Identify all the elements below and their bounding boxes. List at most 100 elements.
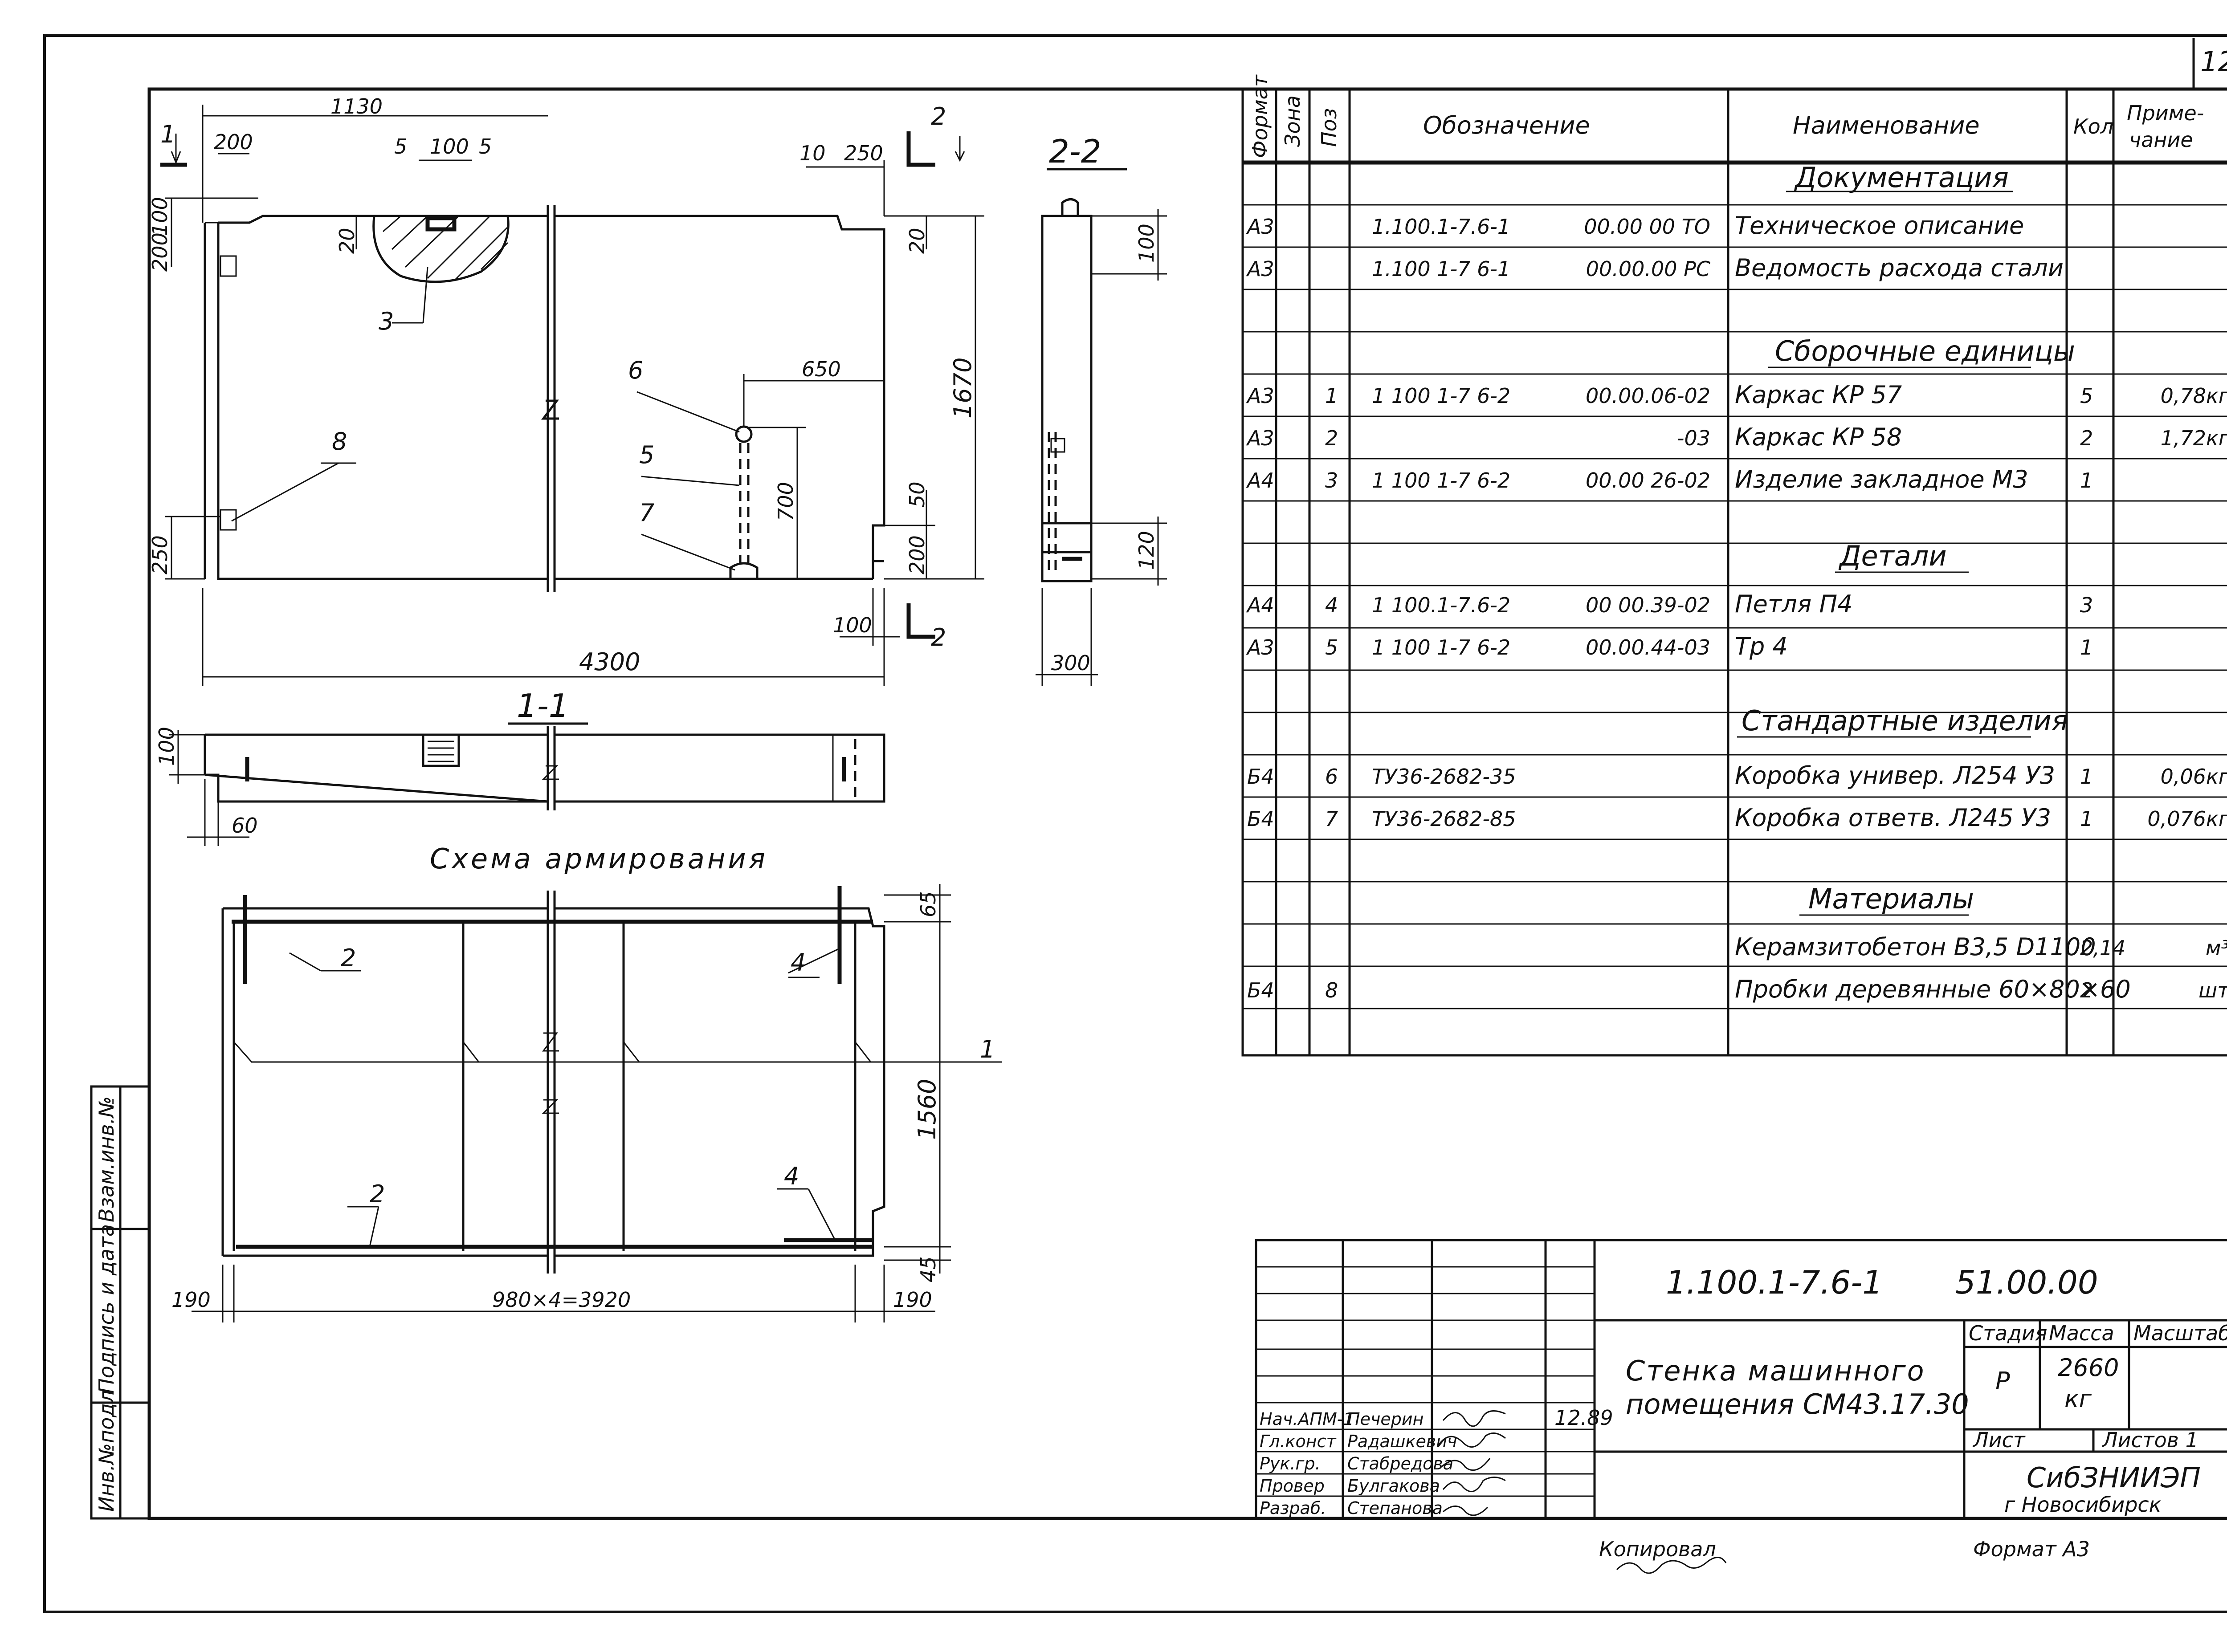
- hdr-designation: Обозначение: [1423, 111, 1590, 139]
- org-name: СибЗНИИЭП: [2027, 1461, 2201, 1494]
- pos-6-label: 6: [628, 356, 643, 384]
- dim-650: 650: [802, 357, 841, 381]
- hdr-note-2: чание: [2129, 128, 2193, 152]
- pos-5-label: 5: [639, 441, 654, 469]
- hdr-name: Наименование: [1793, 111, 1980, 139]
- dim-250-left: 250: [148, 535, 172, 574]
- section-mark-2-top: 2: [931, 102, 946, 130]
- dim-1670: 1670: [949, 358, 977, 419]
- spec-cell-format: А4: [1246, 468, 1274, 492]
- spec-cell-format: А3: [1246, 384, 1274, 408]
- spec-cell-pos: 7: [1325, 807, 1338, 831]
- spec-cell-format: А3: [1246, 215, 1274, 239]
- spec-cell-pos: 2: [1325, 426, 1338, 450]
- spec-cell-note: 1,72кг: [2161, 426, 2227, 450]
- doc-code: 1.100.1-7.6-1: [1666, 1264, 1883, 1301]
- spec-cell-pos: 6: [1325, 765, 1338, 789]
- s11-dim-100: 100: [155, 727, 179, 766]
- staff-role: Разраб.: [1260, 1498, 1326, 1518]
- dim-5-left: 5: [394, 134, 407, 159]
- sheet-number-box: 125: [2192, 38, 2227, 89]
- reinforcement-title: Схема армирования: [430, 842, 768, 875]
- spec-cell-qty: 2: [2080, 978, 2093, 1002]
- spec-cell-format: А4: [1246, 593, 1274, 617]
- stage-label: Стадия: [1969, 1321, 2047, 1345]
- spec-cell-name: Техническое описание: [1735, 212, 2024, 240]
- side-stamp-cell2: Подпись и дата: [94, 1224, 118, 1394]
- section-2-2-title: 2-2: [1049, 133, 1101, 170]
- spec-cell-des2: 00.00.06-02: [1586, 384, 1710, 408]
- spec-cell-qty: 3: [2080, 593, 2093, 617]
- dim-10: 10: [799, 141, 826, 165]
- sheet-number: 125: [2200, 45, 2227, 78]
- sec-documentation: Документация: [1794, 161, 2009, 194]
- spec-cell-qty: 5: [2080, 384, 2093, 408]
- side-stamp: Взам.инв.№ Подпись и дата Инв.№подл: [90, 1085, 151, 1520]
- spec-cell-des1: 1.100 1-7 6-1: [1372, 257, 1510, 281]
- side-stamp-cell3: Инв.№подл: [94, 1390, 118, 1512]
- spec-cell-note: 0,076кг: [2147, 807, 2227, 831]
- doc-code-suffix: 51.00.00: [1955, 1264, 2098, 1301]
- spec-cell-name: Каркас КР 58: [1735, 423, 1902, 451]
- sheet-label: Лист: [1972, 1428, 2026, 1452]
- dim-5-right: 5: [479, 134, 492, 159]
- spec-cell-pos: 5: [1325, 635, 1338, 659]
- dim-700: 700: [774, 482, 798, 521]
- reinf-pos-1: 1: [980, 1035, 995, 1063]
- dim-100-plate: 100: [430, 134, 469, 159]
- title-line1: Стенка машинного: [1626, 1355, 1925, 1387]
- section-mark-1-top: 1: [160, 120, 175, 148]
- reinf-dim-190-right: 190: [893, 1288, 932, 1312]
- spec-cell-des1: 1 100 1-7 6-2: [1372, 384, 1510, 408]
- hdr-note-1: Приме-: [2127, 101, 2204, 125]
- hdr-zone: Зона: [1281, 95, 1305, 147]
- section-2-2: 2-2 100 120 300: [1036, 133, 1167, 686]
- spec-cell-qty: 1: [2080, 765, 2093, 789]
- mass-label: Масса: [2049, 1321, 2114, 1345]
- pos-8-label: 8: [332, 427, 347, 456]
- spec-cell-format: Б4: [1247, 765, 1274, 789]
- reinf-dim-65: 65: [916, 891, 940, 917]
- mass-value: 2660: [2058, 1354, 2119, 1382]
- spec-cell-name: Тр 4: [1735, 632, 1788, 660]
- dim-200-left: 200: [148, 232, 172, 272]
- mass-unit: кг: [2064, 1385, 2092, 1413]
- specification-table: Формат Зона Поз Обозначение Наименование…: [1241, 74, 2227, 1057]
- spec-cell-des2: 00.00 00 ТО: [1584, 215, 1710, 239]
- footer: Копировал Формат А3: [1599, 1537, 2090, 1561]
- section-1-1: 1-1 100 60: [155, 687, 885, 846]
- section-mark-2-bottom: 2: [931, 623, 946, 651]
- sec-materials: Материалы: [1808, 883, 1974, 915]
- sheet-frame: [43, 34, 2227, 1613]
- spec-cell-name: Каркас КР 57: [1735, 381, 1902, 409]
- side-stamp-cell1: Взам.инв.№: [94, 1096, 118, 1222]
- dim-100-bottom: 100: [833, 613, 872, 637]
- section-1-1-title: 1-1: [517, 687, 569, 724]
- spec-cell-qty: 1: [2080, 635, 2093, 659]
- spec-cell-name: Ведомость расхода стали: [1735, 254, 2064, 282]
- scale-label: Масштаб: [2133, 1321, 2227, 1345]
- s22-dim-300: 300: [1051, 651, 1090, 675]
- reinf-dim-3920: 980×4=3920: [492, 1288, 631, 1312]
- dim-20-plate: 20: [335, 228, 359, 254]
- org-city: г Новосибирск: [2004, 1493, 2162, 1517]
- spec-cell-note: м³: [2206, 936, 2227, 960]
- sec-details: Детали: [1838, 540, 1947, 572]
- spec-cell-des2: 00 00.39-02: [1586, 593, 1710, 617]
- spec-cell-name: Изделие закладное М3: [1735, 465, 2028, 493]
- reinf-dim-45: 45: [916, 1256, 940, 1282]
- stage-value: Р: [1995, 1367, 2010, 1395]
- staff-name: Печерин: [1347, 1409, 1423, 1429]
- s22-dim-120: 120: [1134, 531, 1158, 570]
- dim-1130: 1130: [330, 94, 383, 118]
- spec-cell-des1: 1 100 1-7 6-2: [1372, 468, 1510, 492]
- spec-cell-des1: 1.100.1-7.6-1: [1372, 215, 1510, 239]
- spec-cell-des1: ТУ36-2682-35: [1372, 765, 1516, 789]
- s22-dim-100: 100: [1134, 224, 1158, 263]
- spec-cell-qty: 1: [2080, 468, 2093, 492]
- staff-role: Гл.конст: [1260, 1432, 1337, 1451]
- spec-cell-name: Коробка универ. Л254 У3: [1735, 761, 2055, 789]
- staff-name: Степанова: [1347, 1498, 1443, 1518]
- hdr-qty: Кол: [2073, 114, 2113, 138]
